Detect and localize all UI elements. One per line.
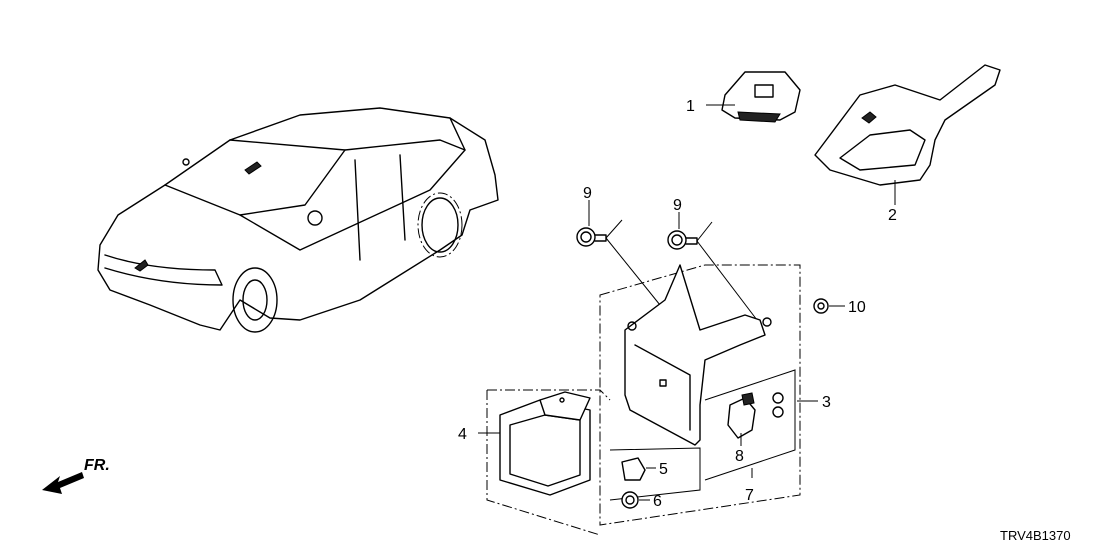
callout-7: 7 [745,487,754,504]
callout-8: 8 [735,448,744,465]
part-6-grommet: 6 [621,491,662,510]
part-8-connector: 8 3 [704,369,831,481]
part-5-clip: 5 [621,457,668,481]
part-2-cover: 2 [814,64,1001,224]
callout-3: 3 [822,394,831,411]
callout-5: 5 [659,461,668,478]
direction-label: FR. [84,457,110,474]
part-9-bolt-left: 9 [576,185,607,247]
front-direction-indicator: FR. [42,457,110,494]
part-9-bolt-right: 9 [667,197,698,250]
assembly-4-boundary [486,389,611,536]
callout-10: 10 [848,299,866,316]
front-arrow-icon [42,472,84,494]
diagram-code: TRV4B1370 [1000,528,1071,543]
vehicle-illustration [97,107,499,333]
part-10-nut: 10 [813,298,866,316]
assembly-7-boundary [609,447,701,501]
part-3-bracket [624,264,772,446]
callout-2: 2 [888,207,897,224]
callout-9b: 9 [673,197,682,214]
part-4-radar-unit: 4 [458,391,591,496]
callout-1: 1 [686,98,695,115]
callout-6: 6 [653,493,662,510]
assembly-3-boundary [599,264,801,526]
part-1-camera: 1 [686,71,801,123]
callout-4: 4 [458,426,467,443]
callout-9a: 9 [583,185,592,202]
